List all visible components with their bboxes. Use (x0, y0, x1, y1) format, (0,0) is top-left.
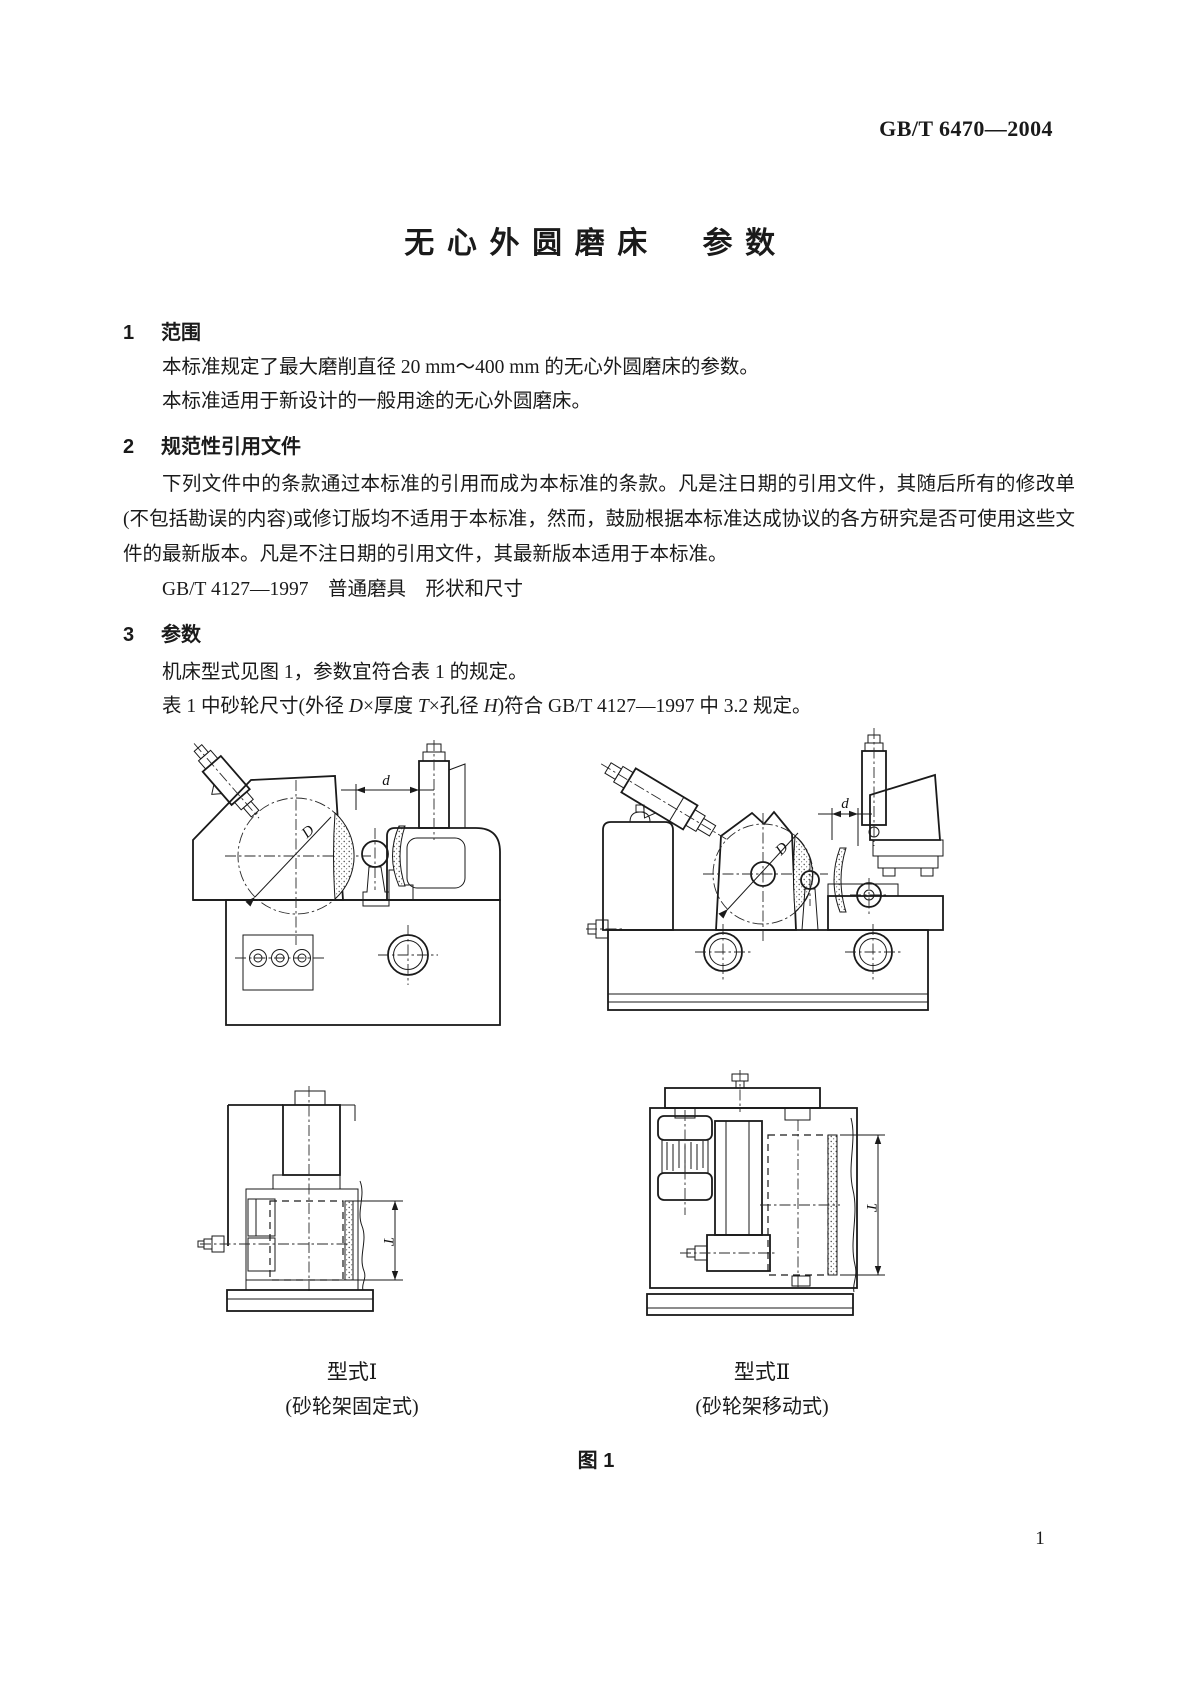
arrowhead (245, 897, 255, 907)
dimension-d-label: d (841, 796, 849, 812)
motor-cap (294, 1090, 326, 1106)
type1-sublabel: (砂轮架固定式) (285, 1396, 419, 1418)
section-number: 3 (123, 624, 135, 646)
slideway-columns (714, 1120, 763, 1236)
slide-step (827, 883, 899, 897)
regulating-wheel-section (833, 847, 847, 913)
wheelhead-housing (715, 810, 797, 931)
normative-reference: GB/T 4127—1997 普通磨具 形状和尺寸 (162, 579, 523, 600)
section-number: 1 (123, 322, 135, 344)
variable-H: H (483, 696, 498, 717)
bottom-tab (791, 1275, 811, 1287)
base-plinth (646, 1293, 854, 1316)
machine-body (649, 1107, 858, 1289)
grinding-wheel-section (344, 1200, 354, 1281)
type2-sublabel: (砂轮架移动式) (695, 1396, 829, 1418)
t-slot-table (877, 855, 939, 869)
grinding-wheel-section (333, 811, 355, 901)
base-plinth (226, 1289, 374, 1312)
panel-knobs (235, 949, 325, 967)
grinding-wheel-plan (269, 1200, 344, 1281)
dimension-d-label: d (382, 773, 390, 789)
motor-flange (272, 1174, 341, 1190)
dressing-device (193, 743, 260, 819)
work-rest-blade (801, 888, 819, 931)
type2-side-view-drawing: D d (586, 728, 944, 1011)
top-screw (731, 1070, 749, 1112)
side-unit (247, 1198, 276, 1237)
type2-plan-view-drawing: T (646, 1070, 885, 1316)
dimension-T: T (840, 1134, 885, 1276)
slide-base (827, 895, 944, 931)
section-title: 参数 (161, 624, 201, 646)
dimension-T: T (353, 1200, 403, 1281)
break-line (359, 1180, 366, 1291)
motor (657, 1110, 713, 1215)
type1-label: 型式Ⅰ (326, 1360, 378, 1384)
section-1-heading: 1 范围 (123, 316, 1075, 345)
type2-label: 型式Ⅱ (733, 1360, 791, 1384)
feed-knob (680, 1245, 775, 1261)
dimension-T-label: T (380, 1237, 396, 1247)
paragraph: 机床型式见图 1，参数宜符合表 1 的规定。 (162, 662, 528, 683)
dimension-d: d (818, 796, 872, 846)
handwheel (378, 925, 438, 985)
section-3-heading: 3 参数 (123, 618, 1075, 647)
diameter-leader-line (254, 816, 332, 898)
feed-device (861, 728, 887, 846)
pedestal (245, 1279, 359, 1291)
wheelhead-cover (406, 837, 466, 889)
paragraph: 本标准适用于新设计的一般用途的无心外圆磨床。 (162, 391, 592, 412)
handwheel (845, 924, 901, 980)
side-unit (247, 1237, 276, 1272)
machine-bed (225, 899, 501, 1026)
handwheel (695, 924, 751, 980)
text-segment: 表 1 中砂轮尺寸(外径 (162, 696, 349, 717)
motor-block (282, 1104, 341, 1176)
figure-caption: 图 1 (577, 1450, 615, 1472)
regulating-wheel-section (392, 825, 406, 887)
coolant-tank (602, 821, 674, 931)
section-title: 规范性引用文件 (161, 436, 301, 458)
text-segment: ×厚度 (362, 696, 418, 717)
cover-slab (872, 839, 944, 857)
type1-plan-view-drawing: T (197, 1086, 403, 1312)
wheel-housing (245, 1188, 359, 1281)
regulating-wheelhead (386, 827, 501, 901)
standard-code: GB/T 6470—2004 (879, 116, 1053, 141)
page-number: 1 (1035, 1528, 1045, 1549)
control-panel (242, 934, 314, 991)
dimension-D-label: D (298, 822, 318, 842)
variable-D: D (348, 696, 363, 717)
dimension-d: d (341, 773, 434, 810)
variable-T: T (417, 696, 429, 717)
paragraph: 表 1 中砂轮尺寸(外径 D×厚度 T×孔径 H)符合 GB/T 4127—19… (123, 689, 1075, 724)
wheelhead-housing (192, 775, 344, 901)
diameter-leader-line (727, 832, 799, 910)
adjust-screw (586, 919, 624, 939)
sloped-cover (869, 773, 941, 841)
type1-side-view-drawing: D d (192, 740, 501, 1026)
section-2-heading: 2 规范性引用文件 (123, 430, 1075, 459)
top-beam (664, 1087, 821, 1109)
document-title: 无心外圆磨床 参数 (404, 227, 788, 260)
paragraph: 下列文件中的条款通过本标准的引用而成为本标准的条款。凡是注日期的引用文件，其随后… (123, 474, 1075, 565)
break-line (850, 1117, 857, 1293)
dimension-T-label: T (863, 1203, 879, 1213)
work-rest-blade (362, 866, 390, 907)
paragraph: 本标准规定了最大磨削直径 20 mm～400 mm 的无心外圆磨床的参数。 (162, 357, 759, 378)
text-segment: ×孔径 (428, 696, 484, 717)
section-number: 2 (123, 436, 135, 458)
dressing-device (600, 762, 727, 840)
arrowhead (718, 909, 728, 919)
section-title: 范围 (161, 322, 201, 344)
text-segment: )符合 GB/T 4127—1997 中 3.2 规定。 (497, 696, 812, 717)
